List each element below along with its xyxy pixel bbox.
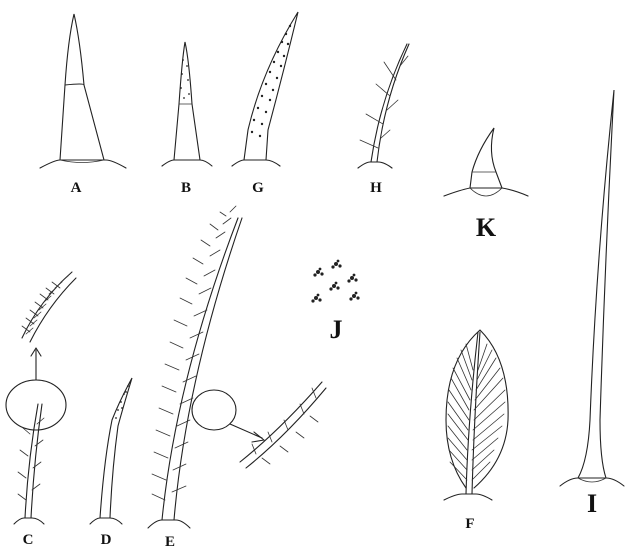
seta-h	[358, 44, 409, 168]
label-e: E	[165, 534, 175, 548]
seta-d	[90, 378, 132, 524]
label-j: J	[330, 315, 343, 344]
seta-a	[40, 14, 126, 168]
label-h: H	[370, 180, 382, 196]
label-c: C	[23, 532, 34, 548]
seta-i	[560, 90, 624, 486]
seta-b	[162, 42, 212, 166]
seta-c	[6, 272, 76, 524]
magnify-circle-e	[192, 390, 236, 430]
label-k: K	[476, 213, 497, 242]
magnify-circle-c	[6, 380, 66, 430]
label-i: I	[587, 489, 597, 518]
label-f: F	[465, 516, 474, 532]
label-b: B	[181, 180, 191, 196]
microtrichia-j	[311, 260, 359, 303]
label-a: A	[71, 180, 82, 196]
seta-g	[232, 12, 298, 166]
seta-k	[444, 128, 528, 196]
seta-e	[148, 206, 326, 528]
label-g: G	[252, 180, 264, 196]
seta-f	[444, 330, 508, 500]
label-d: D	[101, 532, 112, 548]
